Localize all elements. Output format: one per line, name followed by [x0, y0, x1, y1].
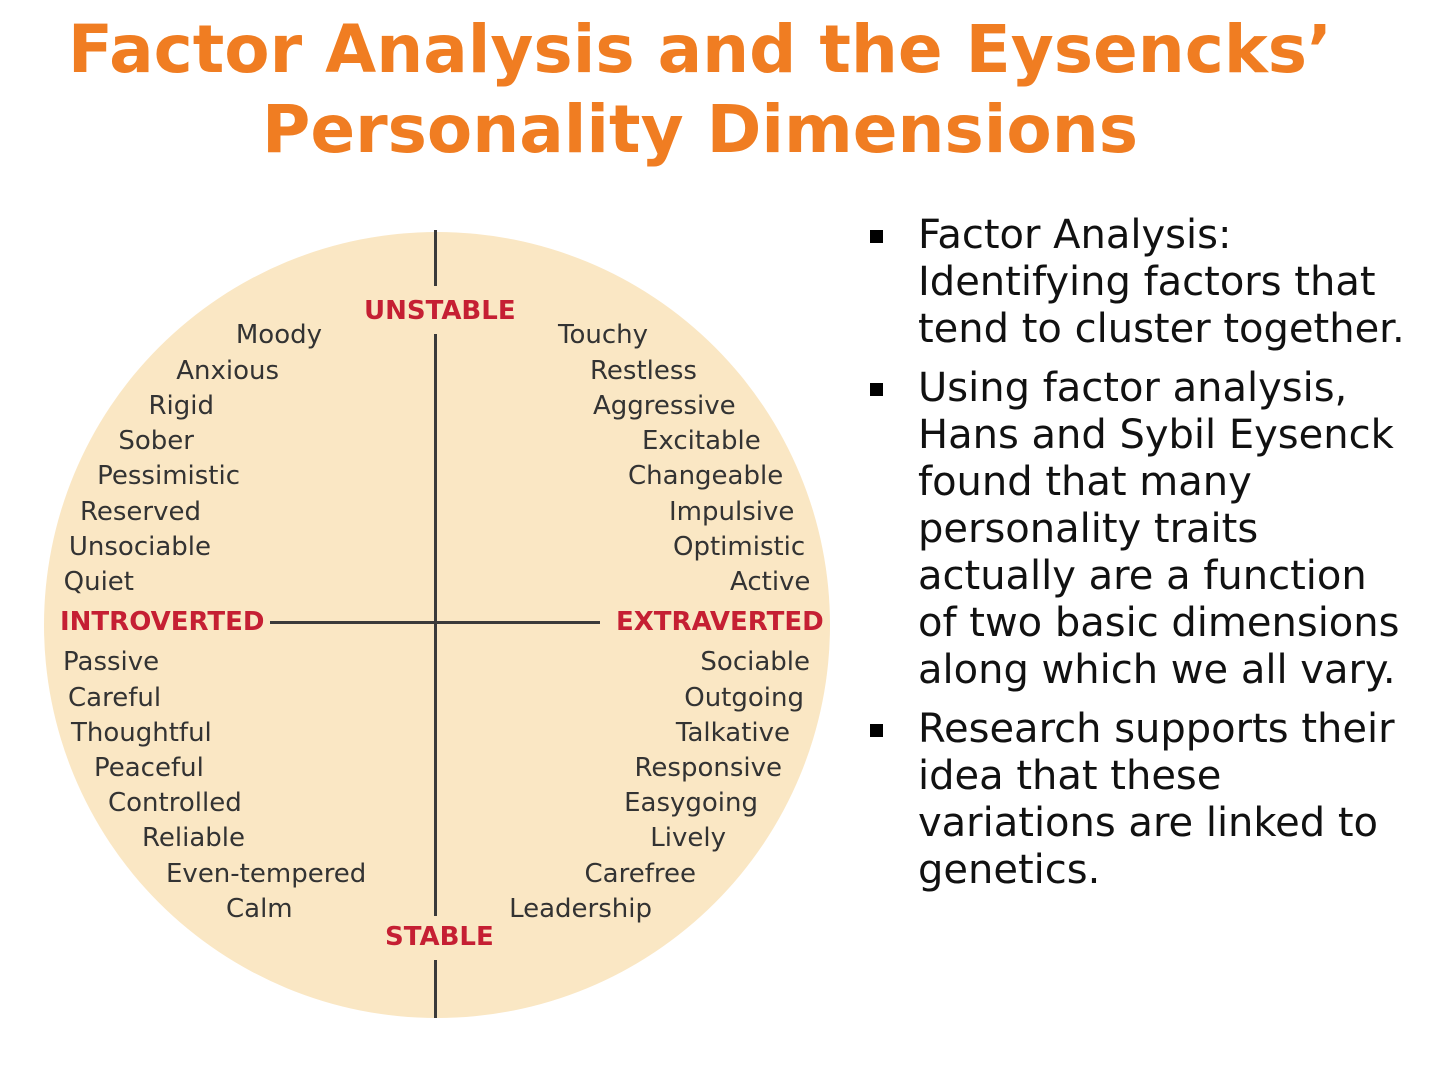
trait-label: Touchy — [558, 320, 649, 350]
trait-label: Controlled — [108, 788, 242, 818]
trait-label: Anxious — [176, 356, 279, 386]
trait-label: Calm — [226, 894, 293, 924]
trait-label: Rigid — [148, 391, 214, 421]
trait-label: Outgoing — [684, 683, 804, 713]
pole-unstable: UNSTABLE — [364, 296, 516, 326]
trait-label: Peaceful — [94, 753, 204, 783]
trait-label: Pessimistic — [97, 461, 240, 491]
trait-label: Aggressive — [593, 391, 736, 421]
trait-label: Passive — [63, 647, 160, 677]
trait-label: Sober — [118, 426, 194, 456]
trait-label: Excitable — [642, 426, 761, 456]
trait-label: Even-tempered — [166, 859, 367, 889]
trait-label: Sociable — [700, 647, 810, 677]
pole-extraverted: EXTRAVERTED — [616, 607, 824, 637]
trait-label: Changeable — [628, 461, 784, 491]
trait-label: Leadership — [509, 894, 652, 924]
title-line-2: Personality Dimensions — [261, 91, 1139, 168]
horizontal-axis — [270, 621, 600, 624]
title-line-1: Factor Analysis and the Eysencks’ — [67, 11, 1333, 88]
bullet-list: Factor Analysis: Identifying factors tha… — [866, 212, 1406, 906]
trait-label: Impulsive — [669, 497, 795, 527]
trait-label: Quiet — [63, 567, 134, 597]
trait-label: Lively — [650, 823, 726, 853]
bullet-item: Research supports their idea that these … — [866, 706, 1406, 894]
bullet-item: Using factor analysis, Hans and Sybil Ey… — [866, 365, 1406, 694]
bullet-text: Using factor analysis, Hans and Sybil Ey… — [918, 365, 1400, 693]
vertical-axis-bottom — [434, 960, 437, 1018]
pole-stable: STABLE — [385, 922, 494, 952]
vertical-axis-top — [434, 230, 437, 286]
pole-introverted: INTROVERTED — [60, 607, 265, 637]
slide-title: Factor Analysis and the Eysencks’ Person… — [0, 10, 1400, 170]
bullet-text: Factor Analysis: Identifying factors tha… — [918, 212, 1405, 352]
vertical-axis-middle — [434, 334, 437, 916]
trait-label: Moody — [235, 320, 322, 350]
trait-label: Carefree — [584, 859, 696, 889]
trait-label: Unsociable — [68, 532, 211, 562]
square-bullet-icon — [870, 724, 883, 737]
trait-label: Active — [730, 567, 811, 597]
bullet-text: Research supports their idea that these … — [918, 706, 1395, 893]
square-bullet-icon — [870, 383, 883, 396]
trait-label: Reserved — [79, 497, 201, 527]
square-bullet-icon — [870, 230, 883, 243]
bullet-item: Factor Analysis: Identifying factors tha… — [866, 212, 1406, 353]
trait-label: Responsive — [634, 753, 782, 783]
trait-label: Talkative — [675, 718, 790, 748]
trait-label: Easygoing — [624, 788, 758, 818]
trait-label: Restless — [590, 356, 697, 386]
trait-label: Reliable — [142, 823, 245, 853]
dimension-circle — [44, 232, 830, 1018]
trait-label: Optimistic — [673, 532, 806, 562]
trait-label: Careful — [68, 683, 162, 713]
trait-label: Thoughtful — [71, 718, 212, 748]
